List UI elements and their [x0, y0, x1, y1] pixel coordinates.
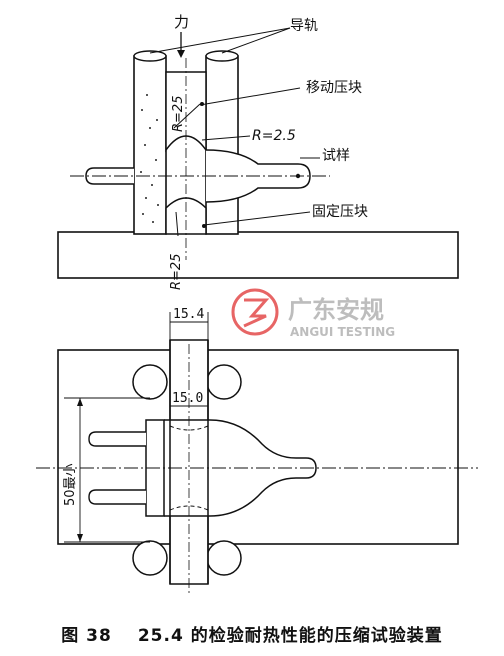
left-rail-stipple — [140, 94, 159, 223]
rail-circle-top-left — [132, 364, 168, 400]
figure-caption: 图 38 25.4 的检验耐热性能的压缩试验装置 — [0, 618, 504, 648]
label-radius-small: R=2.5 — [252, 128, 296, 144]
right-guide-rail-top — [205, 50, 239, 62]
label-specimen: 试样 — [322, 148, 350, 164]
rail-circle-bottom-left — [132, 540, 168, 576]
figure-number: 图 38 — [61, 625, 112, 646]
specimen-pin-lower — [88, 489, 146, 505]
dim-width-inner: 15.0 — [172, 391, 203, 406]
force-label: 力 — [174, 13, 189, 31]
leader-dot-fixed — [202, 224, 206, 228]
label-radius-bottom: R=25 — [169, 254, 184, 290]
dim-50-arrow-bottom — [77, 534, 83, 542]
force-arrow-head — [177, 50, 185, 58]
leaders-top — [149, 27, 320, 237]
base-plate-top — [57, 231, 459, 279]
watermark-name: 广东安规 — [288, 296, 384, 324]
rail-circle-top-right — [206, 364, 242, 400]
specimen-pin-upper — [88, 431, 146, 447]
rail-circle-bottom-right — [206, 540, 242, 576]
dim-50-arrow-top — [77, 398, 83, 406]
compression-arc-bottom — [169, 505, 209, 511]
watermark-logo — [231, 288, 279, 336]
label-fixed-block: 固定压块 — [312, 204, 368, 220]
label-guide-rail: 导轨 — [290, 18, 318, 34]
label-radius-top: R=25 — [171, 96, 186, 132]
watermark-subtitle: ANGUI TESTING — [290, 325, 395, 339]
figure-title: 25.4 的检验耐热性能的压缩试验装置 — [137, 625, 443, 646]
compression-arc-top — [169, 425, 209, 431]
label-moving-block: 移动压块 — [306, 80, 362, 96]
leader-dot-moving — [200, 102, 204, 106]
left-guide-rail — [133, 55, 167, 235]
dim-min-length: 50最小 — [63, 463, 78, 506]
left-guide-rail-top — [133, 50, 167, 62]
right-guide-rail — [205, 55, 239, 235]
dim-width-top: 15.4 — [173, 307, 204, 322]
